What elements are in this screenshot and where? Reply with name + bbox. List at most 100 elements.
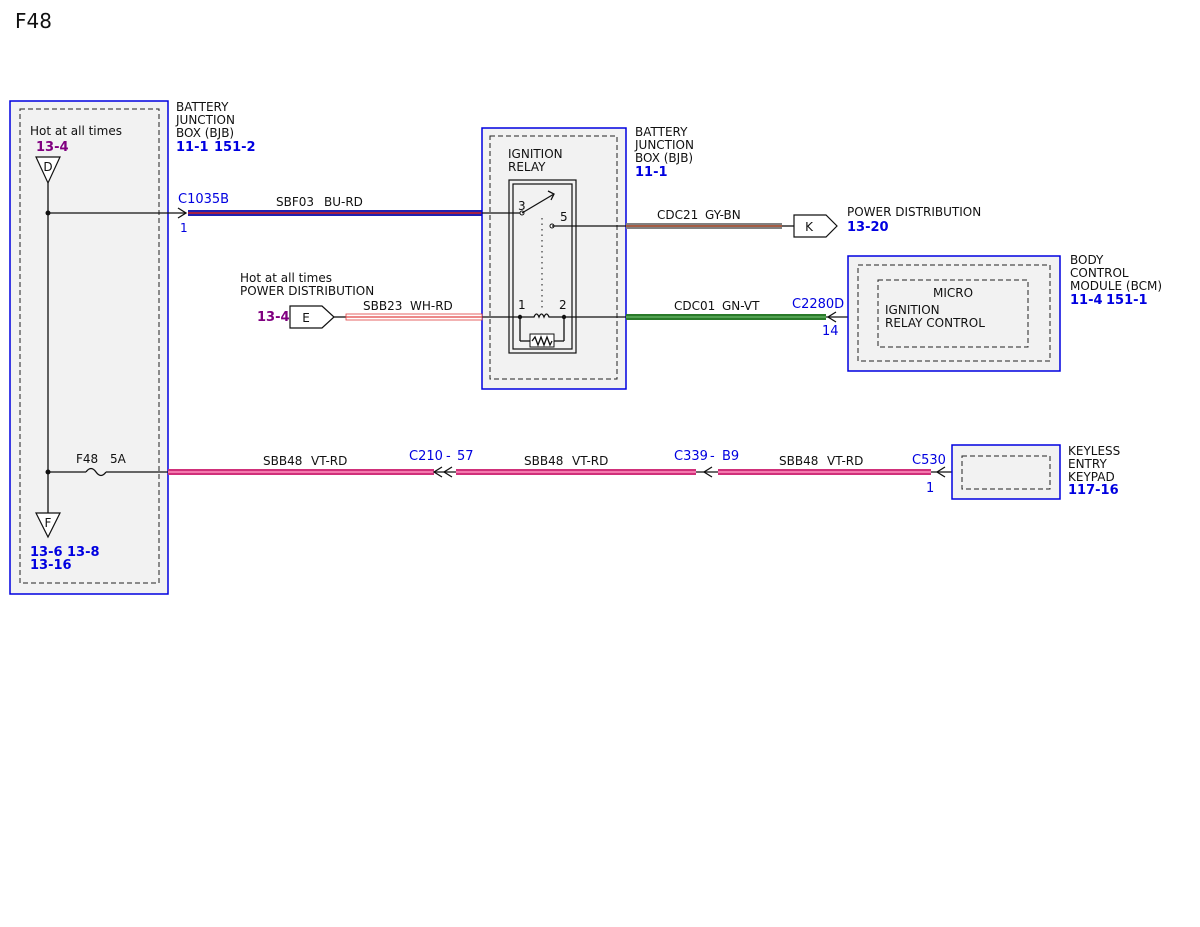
connector-c530-name: C530 <box>912 453 946 468</box>
bjb-relay-label-2: JUNCTION <box>634 138 694 152</box>
power-dist-k-ref[interactable]: 13-20 <box>847 220 889 235</box>
keypad-label-2: ENTRY <box>1068 457 1107 471</box>
bjb-left-label-3: BOX (BJB) <box>176 126 234 140</box>
wire-cdc01[interactable] <box>626 314 826 320</box>
wire-sbb48-c-circuit: SBB48 <box>779 454 818 468</box>
triangle-f-letter: F <box>45 516 52 530</box>
triangle-f-icon <box>35 512 61 539</box>
wire-cdc01-circuit: CDC01 <box>674 299 715 313</box>
wire-sbb48-a[interactable] <box>168 469 434 475</box>
wire-sbb48-c-color: VT-RD <box>827 454 863 468</box>
page-title: F48 <box>15 9 52 33</box>
power-dist-e[interactable]: E <box>289 305 335 329</box>
bjb-left-bottom-ref-3[interactable]: 13-16 <box>30 558 72 573</box>
bjb-left-hot-ref[interactable]: 13-4 <box>36 140 69 155</box>
wire-sbb48-b[interactable] <box>456 469 696 475</box>
power-dist-e-label-1: Hot at all times <box>240 271 332 285</box>
bcm-ref-2[interactable]: 151-1 <box>1106 293 1148 308</box>
power-dist-k-flag-icon <box>793 214 838 238</box>
bcm-ref-1[interactable]: 11-4 <box>1070 293 1103 308</box>
wire-sbf03-circuit: SBF03 <box>276 195 314 209</box>
keypad-label-3: KEYPAD <box>1068 470 1115 484</box>
relay-label-1: IGNITION <box>508 147 563 161</box>
fuse-rating: 5A <box>110 452 127 466</box>
keypad: KEYLESS ENTRY KEYPAD 117-16 <box>951 444 1120 500</box>
keypad-inner <box>961 455 1051 490</box>
power-dist-k-label: POWER DISTRIBUTION <box>847 205 981 219</box>
bjb-left-inner <box>19 108 160 584</box>
bjb-left-bottom-ref-1[interactable]: 13-6 <box>30 545 63 560</box>
bjb-left-bottom-ref-2[interactable]: 13-8 <box>67 545 100 560</box>
power-dist-e-ref[interactable]: 13-4 <box>257 310 290 325</box>
connector-arrow-c530 <box>935 466 946 478</box>
bjb-relay-ref[interactable]: 11-1 <box>635 165 668 180</box>
keypad-label-1: KEYLESS <box>1068 444 1120 458</box>
wire-cdc21[interactable] <box>626 223 782 229</box>
connector-c210-pin: 57 <box>457 449 474 464</box>
keypad-ref[interactable]: 117-16 <box>1068 483 1119 498</box>
resistor-icon <box>531 335 553 347</box>
relay-switch-arm <box>521 193 555 214</box>
bjb-left: BATTERY JUNCTION BOX (BJB) 11-1 151-2 Ho… <box>9 100 256 595</box>
bjb-relay: BATTERY JUNCTION BOX (BJB) 11-1 IGNITION… <box>481 125 694 390</box>
relay-body-inner <box>512 183 573 350</box>
connector-c339-pin: B9 <box>722 449 739 464</box>
wire-sbf03[interactable] <box>188 210 482 216</box>
relay-pin5: 5 <box>560 210 568 224</box>
wire-cdc21-circuit: CDC21 <box>657 208 698 222</box>
connector-c1035b-name: C1035B <box>178 192 229 207</box>
connector-arrow-c1035b <box>177 207 188 219</box>
connector-c210-name: C210 <box>409 449 443 464</box>
connector-c530-pin: 1 <box>926 481 934 496</box>
wire-cdc21-color: GY-BN <box>705 208 741 222</box>
bjb-relay-label-3: BOX (BJB) <box>635 151 693 165</box>
connector-c2280d-pin: 14 <box>822 324 839 339</box>
relay-label-2: RELAY <box>508 160 546 174</box>
power-dist-e-label-2: POWER DISTRIBUTION <box>240 284 374 298</box>
wire-sbf03-color: BU-RD <box>324 195 363 209</box>
power-dist-e-letter: E <box>302 311 310 325</box>
relay-pin3: 3 <box>518 199 526 213</box>
fuse-icon <box>85 467 107 477</box>
wire-cdc01-color: GN-VT <box>722 299 760 313</box>
connector-arrow-c210-a <box>432 466 443 478</box>
relay-switch-arrow-icon <box>547 190 555 201</box>
bcm: MICRO IGNITION RELAY CONTROL BODY CONTRO… <box>847 253 1162 372</box>
triangle-d-icon <box>35 156 61 185</box>
relay-pin1: 1 <box>518 298 526 312</box>
bcm-label-2: CONTROL <box>1070 266 1129 280</box>
connector-c1035b-pin: 1 <box>180 221 188 235</box>
bjb-left-ref-2[interactable]: 151-2 <box>214 140 256 155</box>
bcm-label-3: MODULE (BCM) <box>1070 279 1162 293</box>
relay-coil-icon <box>520 313 564 319</box>
wire-sbb23-circuit: SBB23 <box>363 299 402 313</box>
fuse-name: F48 <box>76 452 98 466</box>
power-dist-e-flag-icon <box>289 305 335 329</box>
wire-sbb48-a-color: VT-RD <box>311 454 347 468</box>
power-dist-k-letter: K <box>805 220 814 234</box>
wire-sbb48-b-circuit: SBB48 <box>524 454 563 468</box>
connector-c339-name: C339 <box>674 449 708 464</box>
bjb-left-hot-text: Hot at all times <box>30 124 122 138</box>
bcm-function-1: IGNITION <box>885 303 940 317</box>
connector-arrow-c2280d <box>826 311 837 323</box>
wire-sbb23-color: WH-RD <box>410 299 453 313</box>
triangle-d-letter: D <box>43 160 52 174</box>
wire-sbb48-c[interactable] <box>718 469 931 475</box>
connector-c339-sep: - <box>710 449 715 464</box>
connector-c210-sep: - <box>446 449 451 464</box>
connector-arrow-c210-b <box>442 466 453 478</box>
wire-sbb48-b-color: VT-RD <box>572 454 608 468</box>
wire-sbb48-a-circuit: SBB48 <box>263 454 302 468</box>
bcm-function-2: RELAY CONTROL <box>885 316 985 330</box>
connector-c2280d-name: C2280D <box>792 297 844 312</box>
connector-arrow-c339 <box>702 466 713 478</box>
power-dist-k[interactable]: K <box>793 214 838 238</box>
relay-body-outer <box>508 179 577 354</box>
bcm-micro-box <box>877 279 1029 348</box>
bjb-left-label-1: BATTERY <box>176 100 229 114</box>
bjb-left-ref-1[interactable]: 11-1 <box>176 140 209 155</box>
bcm-label-1: BODY <box>1070 253 1104 267</box>
wire-sbb23[interactable] <box>345 313 483 321</box>
